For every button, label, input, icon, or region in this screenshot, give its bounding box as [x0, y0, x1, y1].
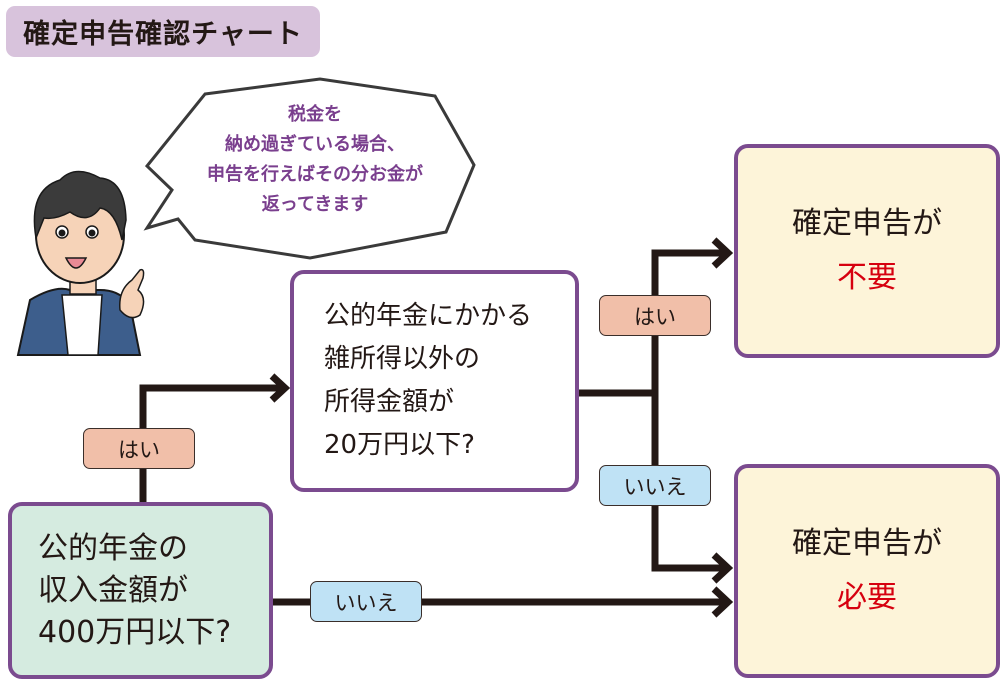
bubble-line: 納め過ぎている場合、: [225, 134, 405, 155]
bubble-line: 返ってきます: [261, 194, 369, 215]
label-q1-yes: はい: [83, 428, 195, 469]
question2-line: 雑所得以外の: [324, 344, 481, 374]
question-other-income-box: 公的年金にかかる 雑所得以外の 所得金額が 20万円以下?: [290, 270, 579, 492]
arrowhead-required-lower: [711, 586, 734, 618]
bubble-line: 申告を行えばその分お金が: [207, 164, 423, 185]
arrowhead-q2: [269, 373, 291, 403]
result-line: 確定申告が: [792, 206, 942, 241]
connector-q2-no: [651, 393, 728, 572]
character-illustration: [16, 170, 145, 356]
question1-line: 400万円以下?: [38, 614, 232, 650]
character-shirt: [61, 294, 103, 356]
question-pension-income-box: 公的年金の 収入金額が 400万円以下?: [8, 502, 273, 679]
speech-bubble-shape: [143, 77, 476, 260]
result-not-required-box: 確定申告が 不要: [734, 144, 1000, 358]
question2-line: 所得金額が: [324, 387, 455, 417]
question2-line: 20万円以下?: [324, 430, 475, 460]
speech-bubble-text: 税金を 納め過ぎている場合、 申告を行えばその分お金が 返ってきます: [165, 100, 465, 220]
label-q1-no: いいえ: [310, 581, 422, 622]
result-emphasis: 必要: [837, 580, 897, 615]
result-emphasis: 不要: [837, 260, 897, 295]
connector-q2-yes: [651, 249, 728, 393]
question2-line: 公的年金にかかる: [324, 301, 533, 331]
result-required-box: 確定申告が 必要: [734, 464, 1000, 678]
chart-title: 確定申告確認チャート: [6, 6, 320, 57]
character-hand: [119, 268, 145, 319]
character-mouth: [64, 257, 88, 269]
question1-line: 公的年金の: [38, 530, 188, 566]
question1-line: 収入金額が: [38, 572, 188, 608]
bubble-line: 税金を: [288, 104, 342, 125]
result-line: 確定申告が: [792, 526, 942, 561]
arrowhead-required-upper: [711, 552, 734, 584]
character-hair: [33, 170, 127, 241]
arrowhead-not-required: [711, 237, 734, 269]
label-q2-yes: はい: [599, 295, 711, 336]
label-q2-no: いいえ: [599, 465, 711, 506]
